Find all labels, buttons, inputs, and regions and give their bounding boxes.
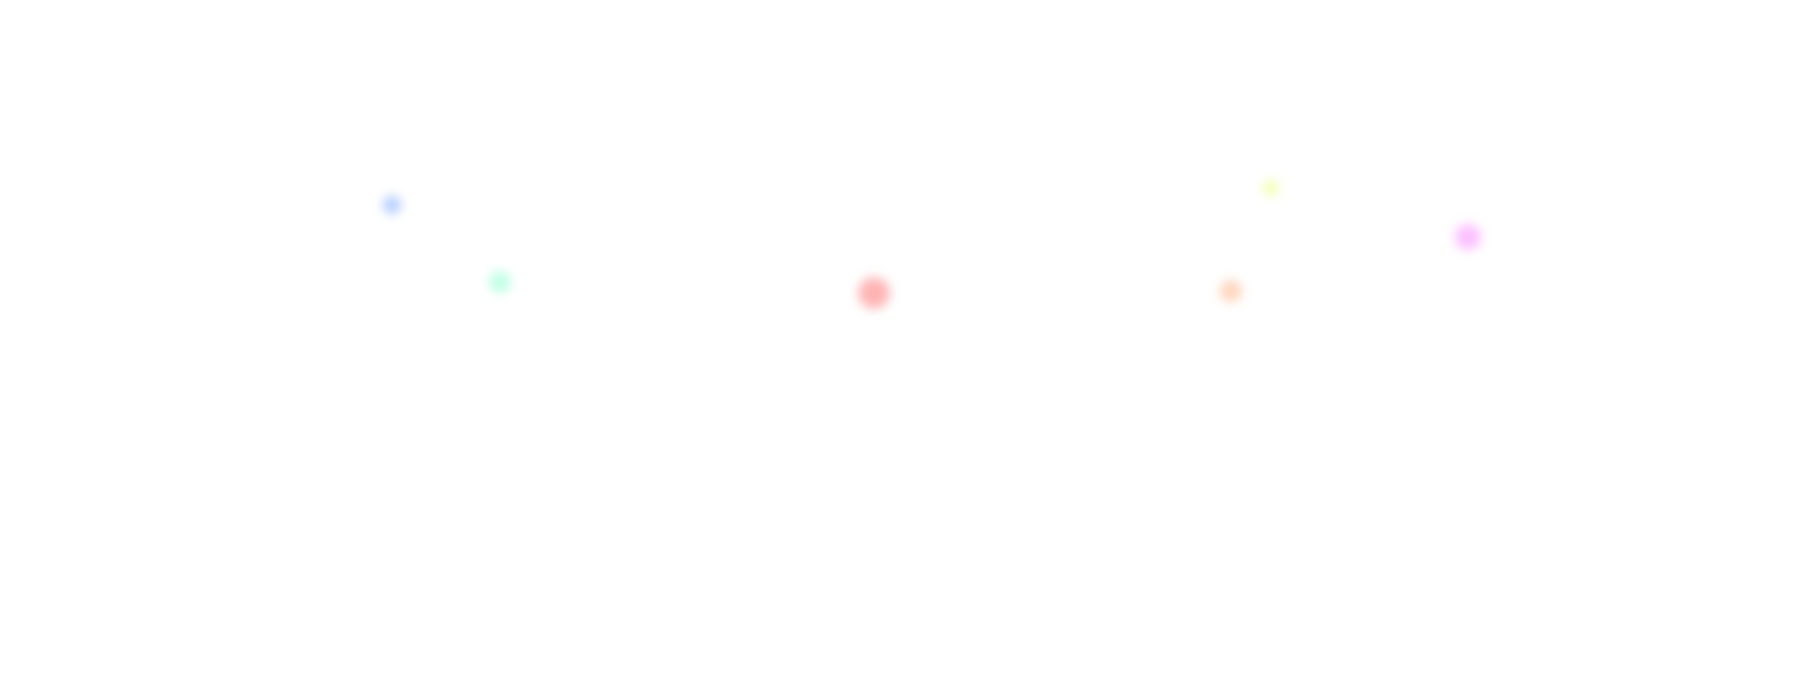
yellow-dot	[1262, 179, 1280, 197]
orange-dot	[1219, 279, 1243, 303]
magenta-dot	[1454, 223, 1482, 251]
green-dot	[488, 270, 512, 294]
blue-dot	[382, 195, 402, 215]
red-dot	[857, 276, 891, 310]
